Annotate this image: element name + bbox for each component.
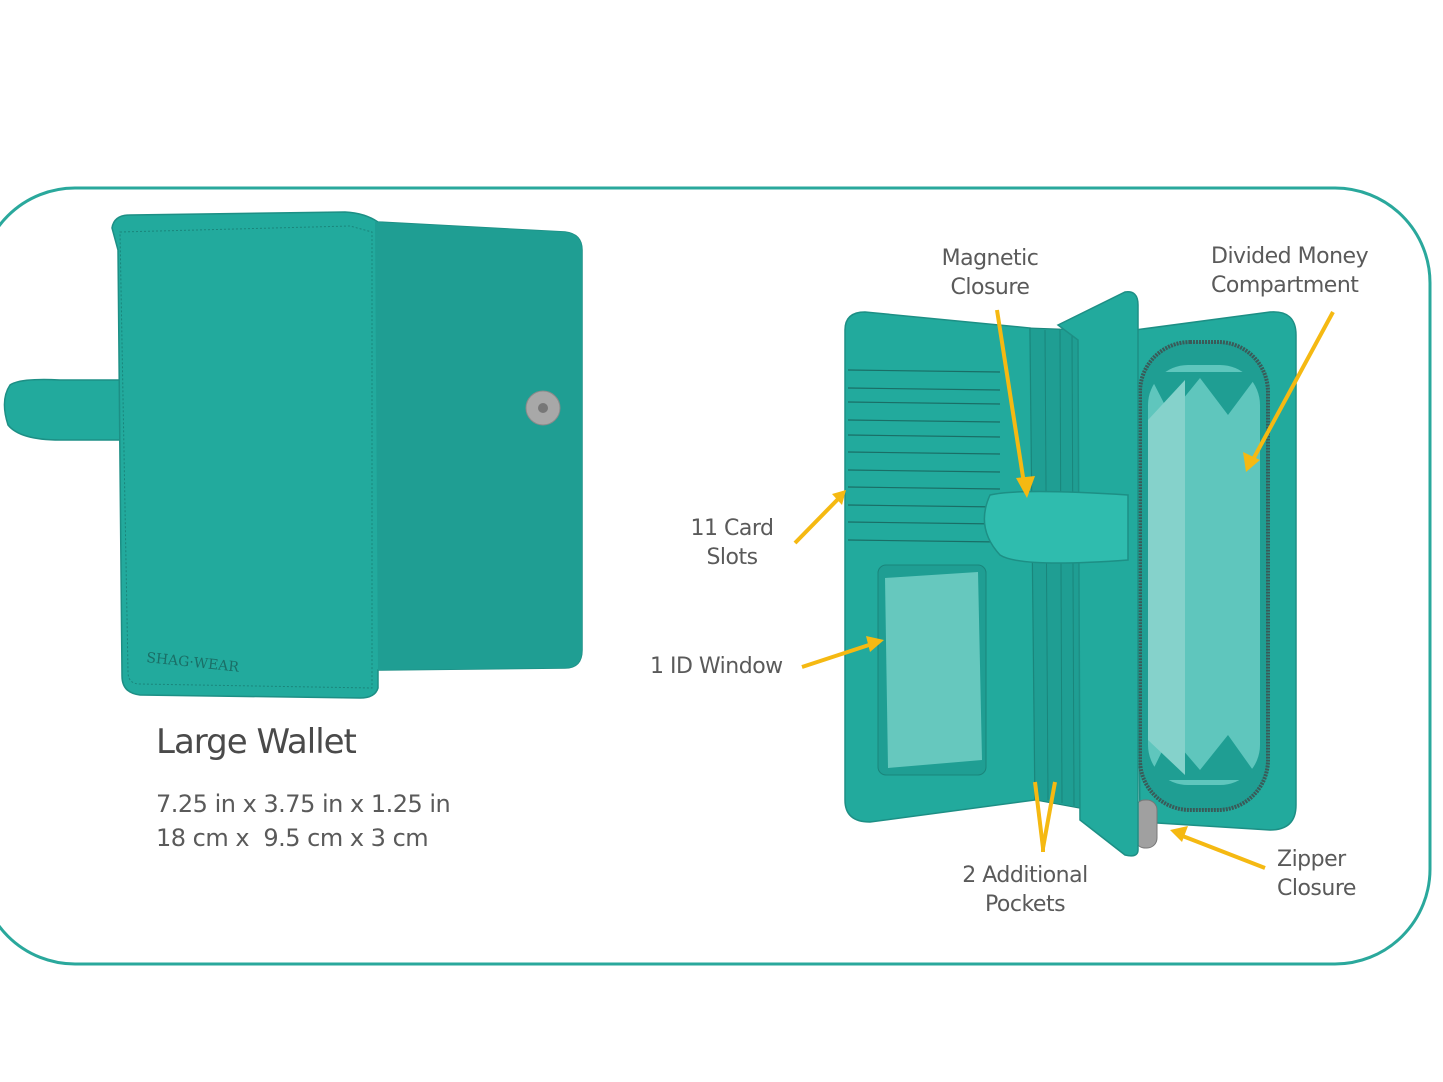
product-title: Large Wallet: [156, 722, 357, 762]
magnetic-tab: [983, 490, 1129, 564]
product-dimensions: 7.25 in x 3.75 in x 1.25 in 18 cm x 9.5 …: [156, 787, 451, 855]
label-line: Magnetic: [941, 246, 1039, 271]
label-additional-pockets: 2 Additional Pockets: [945, 861, 1105, 919]
frame-border: [0, 186, 1432, 966]
dimensions-cm: 18 cm x 9.5 cm x 3 cm: [156, 824, 429, 852]
label-card-slots: 11 Card Slots: [672, 514, 792, 572]
id-window: [885, 572, 982, 768]
label-line: Closure: [1277, 876, 1356, 901]
open-wallet: [844, 291, 1297, 857]
label-line: 2 Additional: [962, 863, 1088, 888]
label-line: Pockets: [984, 892, 1066, 917]
label-line: Zipper: [1277, 847, 1346, 872]
label-zipper-closure: Zipper Closure: [1277, 845, 1356, 903]
label-line: Closure: [950, 275, 1030, 300]
label-divided-money: Divided Money Compartment: [1211, 242, 1369, 300]
arrows: [793, 309, 1335, 870]
label-id-window: 1 ID Window: [650, 654, 783, 679]
wallet-strap: [3, 378, 126, 441]
label-line: Compartment: [1211, 273, 1359, 298]
label-magnetic-closure: Magnetic Closure: [925, 244, 1055, 302]
label-line: Divided Money: [1211, 244, 1369, 269]
label-line: Slots: [706, 545, 758, 570]
dimensions-inches: 7.25 in x 3.75 in x 1.25 in: [156, 790, 451, 818]
closed-wallet: SHAG·WEAR: [3, 211, 583, 699]
label-line: 11 Card: [690, 516, 774, 541]
